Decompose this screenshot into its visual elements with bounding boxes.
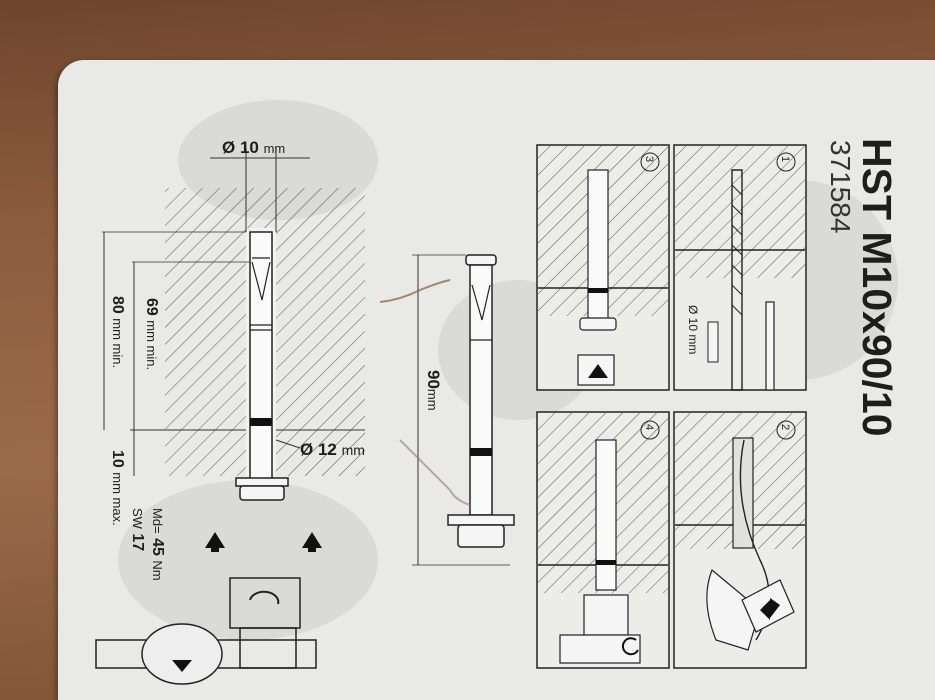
hole-diameter-label: Ø 10 mm: [222, 138, 286, 157]
step-2-number: 2: [779, 424, 791, 431]
anchor-bolt: [469, 264, 493, 516]
product-code: 371584: [825, 140, 856, 234]
drill-diameter-label: Ø 10 mm: [686, 305, 700, 355]
washer: [447, 514, 515, 526]
main-cross-section: [102, 148, 365, 552]
fixture-hole-label: Ø 12 mm: [300, 440, 365, 459]
setting-mark: [250, 418, 272, 426]
dial-pointer-icon: [172, 660, 192, 672]
stain-mark: [379, 279, 451, 303]
wrench-size-label: SW 17: [129, 508, 146, 552]
product-title: HST M10x90/10: [854, 138, 900, 437]
hex-nut: [239, 485, 285, 501]
rotate-arrow-icon: [249, 590, 280, 605]
embed-min-label: 69 mm min.: [143, 298, 160, 371]
step-panels: [536, 144, 807, 669]
torque-dial: [141, 623, 223, 685]
torque-label: Md= 45 Nm: [149, 508, 166, 581]
anchor-length-label: 90mm: [424, 370, 443, 411]
push-arrow-icon: [205, 532, 225, 552]
washer: [235, 477, 289, 487]
fixture-max-label: 10 mm max.: [109, 450, 126, 526]
step-1-number: 1: [779, 156, 791, 163]
step-3-number: 3: [643, 156, 655, 163]
push-arrow-icon: [302, 532, 322, 552]
dirt-smudge: [118, 480, 378, 640]
step-4-number: 4: [643, 424, 655, 431]
hand-icon: [706, 569, 761, 651]
hex-nut: [457, 524, 505, 548]
anchor-standalone: [412, 254, 515, 566]
rotate-arrow-icon: [621, 637, 639, 656]
push-arrow-icon: [588, 364, 608, 378]
expansion-clip: [251, 261, 271, 301]
blow-pipe: [765, 301, 775, 391]
torque-wrench-illustration: [95, 577, 317, 685]
depth-min-label: 80 mm min.: [109, 296, 126, 369]
drill-bit: [731, 169, 743, 391]
stain-mark: [399, 439, 471, 506]
setting-mark: [470, 448, 492, 456]
